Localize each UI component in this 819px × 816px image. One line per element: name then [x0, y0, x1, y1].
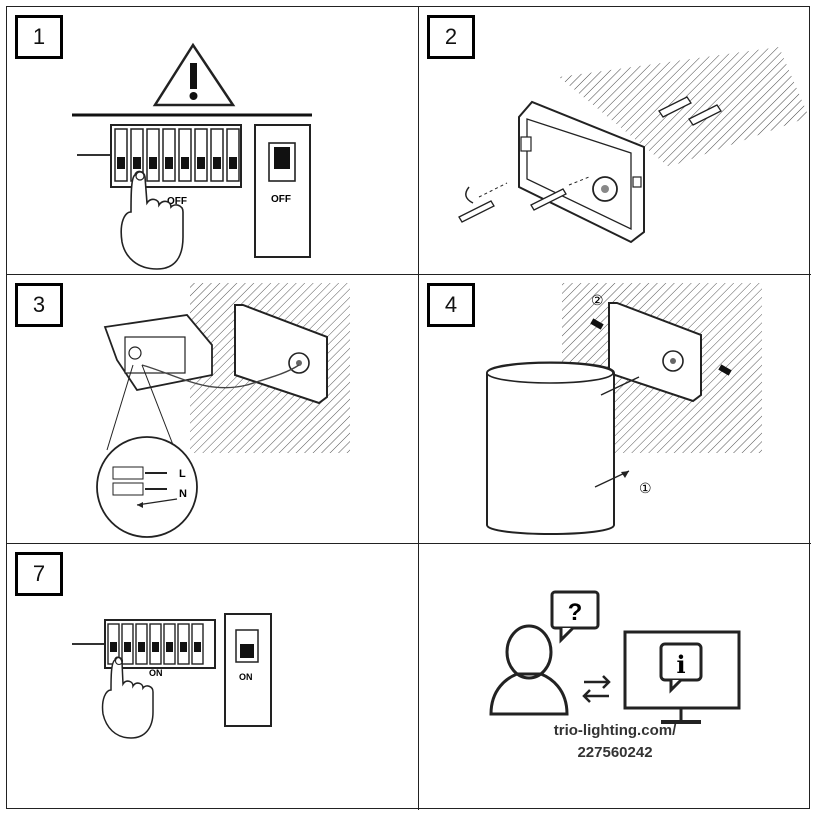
callout-2: ②	[591, 292, 604, 308]
lamp-cover	[486, 361, 615, 535]
svg-text:?: ?	[568, 599, 583, 626]
breaker-switch-row	[104, 619, 216, 669]
help-illustration: ? i	[489, 590, 741, 724]
question-bubble-icon: ?	[550, 590, 600, 644]
hand-icon	[120, 170, 184, 270]
panel-step-4: 4 ① ②	[419, 275, 811, 544]
terminal-l-label: L	[179, 468, 186, 480]
step-number-badge: 1	[15, 15, 63, 59]
panel-step-2: 2	[419, 7, 811, 275]
step-number-badge: 3	[15, 283, 63, 327]
main-breaker	[224, 613, 272, 727]
panel-step-1: 1	[7, 7, 419, 275]
panel-help: ? i trio-lighting.com/ 227560242	[419, 544, 811, 810]
panel-step-3: 3	[7, 275, 419, 544]
wall-plug-icon	[658, 96, 722, 126]
mounting-plate	[518, 100, 645, 244]
step-number-badge: 4	[427, 283, 475, 327]
screw-icon	[458, 188, 567, 223]
terminal-detail-circle	[96, 436, 198, 538]
svg-text:i: i	[676, 650, 685, 679]
warning-icon	[152, 42, 236, 107]
info-bubble-icon: i	[659, 642, 703, 694]
callout-1: ①	[639, 480, 652, 496]
help-url-line-1[interactable]: trio-lighting.com/	[553, 722, 677, 739]
screw-icon	[590, 318, 732, 376]
step-7-illustration: ON ON	[72, 613, 272, 739]
lamp-body	[103, 314, 213, 392]
main-breaker	[254, 124, 311, 258]
breaker-off-label: OFF	[271, 194, 291, 205]
panel-step-7: 7	[7, 544, 419, 810]
step-4-illustration: ① ②	[486, 283, 762, 535]
step-number-badge: 2	[427, 15, 475, 59]
breaker-switch-row	[110, 124, 242, 188]
step-1-illustration: OFF OFF	[72, 42, 312, 270]
switch-off-label: OFF	[167, 196, 187, 207]
terminal-n-label: N	[179, 488, 187, 500]
hand-icon	[101, 656, 154, 739]
step-2-illustration	[458, 47, 809, 244]
instruction-grid: 1	[6, 6, 811, 810]
switch-on-label: ON	[149, 668, 163, 678]
step-3-illustration: L N	[96, 283, 350, 538]
exchange-arrows-icon	[582, 675, 611, 703]
step-number-badge: 7	[15, 552, 63, 596]
breaker-on-label: ON	[239, 672, 253, 682]
user-icon	[489, 624, 569, 716]
help-url-line-2[interactable]: 227560242	[577, 744, 653, 761]
